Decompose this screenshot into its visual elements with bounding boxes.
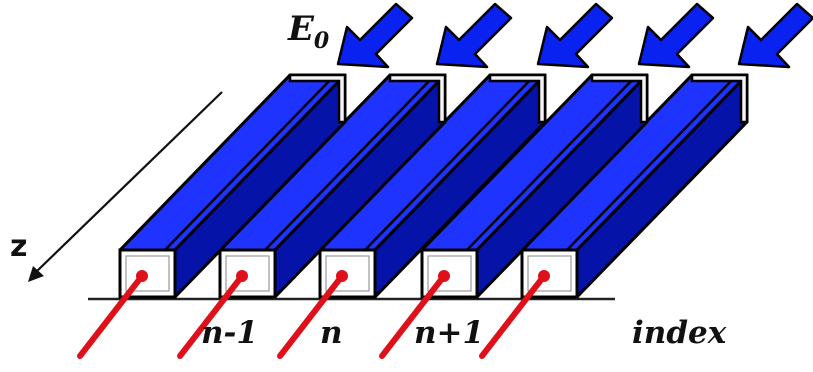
incident-field-arrows	[336, 2, 813, 69]
waveguide-end-face	[218, 248, 277, 299]
incident-field-arrow-2	[435, 2, 513, 69]
input-beam-spot	[438, 270, 450, 282]
waveguide-end-face	[118, 248, 177, 299]
index-label-n-plus-1: n+1	[414, 315, 484, 351]
waveguide-end-face-inner	[527, 255, 572, 292]
input-beam-spot	[136, 270, 148, 282]
input-beam-line	[379, 273, 447, 359]
z-axis-label: z	[10, 229, 27, 264]
input-beam-1	[77, 270, 148, 359]
waveguide-5	[520, 73, 749, 299]
index-label-n-minus-1: n-1	[201, 315, 258, 351]
incident-field-arrow-1	[336, 2, 414, 69]
waveguide-back-cap	[388, 73, 447, 124]
input-beam-2	[177, 270, 248, 359]
waveguide-edge-highlight	[364, 74, 536, 251]
waveguide-back-cap	[288, 73, 347, 124]
waveguide-edge-highlight	[164, 74, 336, 251]
incident-field-subscript: 0	[314, 28, 330, 54]
waveguide-edge-highlight	[566, 74, 738, 251]
input-beam-line	[277, 273, 345, 359]
input-beam-line	[479, 273, 547, 359]
incident-field-label: E0	[287, 9, 330, 54]
waveguide-end-face-inner	[325, 255, 370, 292]
waveguide-2	[218, 73, 447, 299]
input-beam-spot	[236, 270, 248, 282]
waveguide-array	[118, 73, 749, 299]
input-beam-spot	[538, 270, 550, 282]
incident-field-arrow-5	[737, 2, 813, 69]
waveguide-end-face-inner	[125, 255, 170, 292]
input-beam-4	[379, 270, 450, 359]
waveguide-1	[118, 73, 347, 299]
waveguide-edge-highlight	[466, 74, 638, 251]
waveguide-end-face	[520, 248, 579, 299]
input-beam-5	[479, 270, 550, 359]
incident-field-arrow-3	[536, 2, 614, 69]
input-beam-line	[77, 273, 145, 359]
incident-field-arrow-4	[637, 2, 715, 69]
waveguide-end-face-inner	[225, 255, 270, 292]
waveguide-back-cap	[590, 73, 649, 124]
waveguide-end-face	[318, 248, 377, 299]
input-beams	[77, 270, 550, 359]
index-axis-title: index	[632, 315, 727, 351]
input-beam-line	[177, 273, 245, 359]
input-beam-3	[277, 270, 348, 359]
input-beam-spot	[336, 270, 348, 282]
waveguide-back-cap	[488, 73, 547, 124]
index-label-n: n	[320, 315, 343, 351]
waveguide-back-cap	[690, 73, 749, 124]
z-axis-arrow	[28, 91, 223, 282]
waveguide-end-face-inner	[427, 255, 472, 292]
waveguide-edge-highlight	[264, 74, 436, 251]
